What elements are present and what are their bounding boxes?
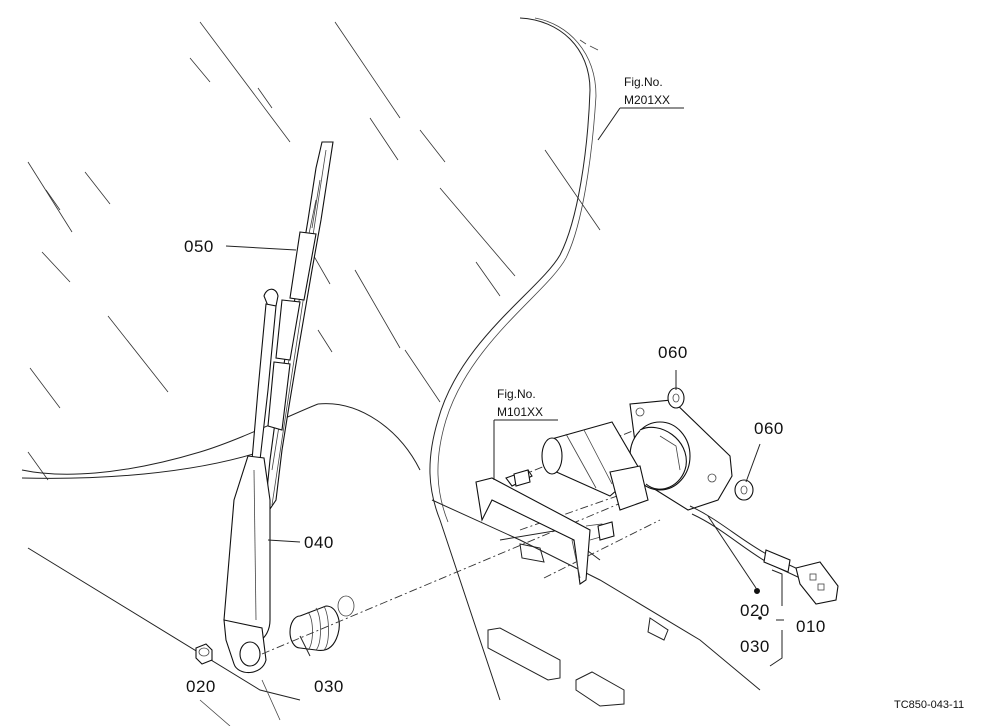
callout-040: 040 xyxy=(304,533,334,552)
mounting-bracket xyxy=(475,469,605,585)
callout-030-right: 030 xyxy=(740,637,770,656)
fig-ref-lower-label: Fig.No. xyxy=(497,387,536,401)
wiper-arm xyxy=(223,288,279,674)
leader-dot xyxy=(754,588,760,594)
wiper-motor xyxy=(513,399,839,605)
fig-ref-upper-number: M201XX xyxy=(624,93,670,107)
cab-window-outline xyxy=(21,17,761,726)
fig-ref-upper-label: Fig.No. xyxy=(624,75,663,89)
fig-ref-lower-number: M101XX xyxy=(497,405,543,419)
wiper-blade xyxy=(265,141,334,514)
callout-060-top: 060 xyxy=(658,343,688,362)
rubber-boot xyxy=(289,595,355,652)
washer-right xyxy=(734,479,754,501)
callout-050: 050 xyxy=(184,237,214,256)
leader-dot xyxy=(758,616,762,620)
callout-020-left: 020 xyxy=(186,677,216,696)
leader-lines xyxy=(225,107,784,667)
washer-top xyxy=(667,387,685,409)
drawing-code: TC850-043-11 xyxy=(894,699,964,711)
callout-010: 010 xyxy=(796,617,826,636)
callout-020-right: 020 xyxy=(740,601,770,620)
nut-left xyxy=(195,643,213,665)
callout-060-right: 060 xyxy=(754,419,784,438)
callout-030-left: 030 xyxy=(314,677,344,696)
